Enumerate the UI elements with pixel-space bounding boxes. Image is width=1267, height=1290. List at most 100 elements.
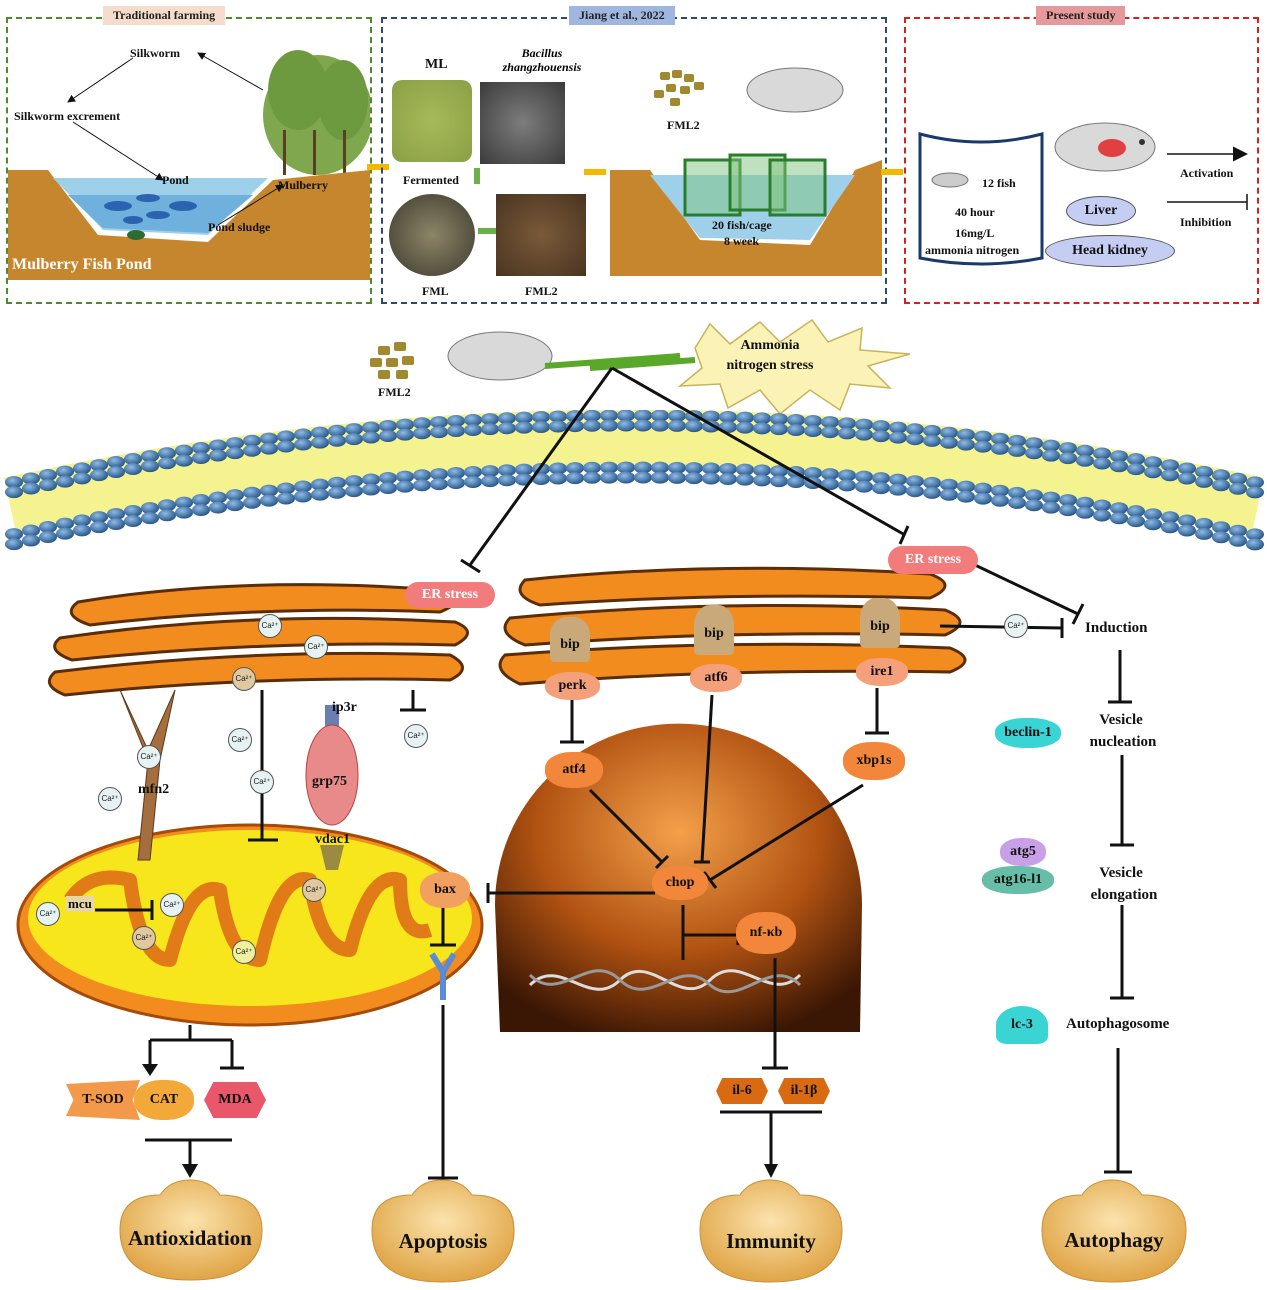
xbp1s-node: xbp1s [843,742,905,780]
membrane-bead [464,413,482,426]
membrane-bead [991,432,1009,445]
membrane-bead [362,431,380,444]
membrane-bead [1246,486,1264,499]
membrane-bead [73,462,91,475]
ca-ion: Ca²⁺ [250,770,274,794]
right-er-stress: ER stress [888,546,978,574]
membrane-bead [770,475,788,488]
membrane-bead [345,475,363,488]
mitochondrion [16,823,484,1027]
membrane-bead [974,492,992,505]
membrane-bead [175,444,193,457]
membrane-bead [923,486,941,499]
cage-icon [683,153,827,217]
mcu-label: mcu [66,896,94,912]
membrane-bead [804,425,822,438]
membrane-bead [396,480,414,493]
membrane-bead [634,419,652,432]
membrane-bead [294,438,312,451]
silkworm-label: Silkworm [130,46,181,60]
membrane-bead [1161,521,1179,534]
membrane-bead [923,434,941,447]
membrane-bead [821,468,839,481]
membrane-bead [685,420,703,433]
autophagy-outcome: Autophagy [1064,1228,1164,1252]
membrane-bead [1246,538,1264,551]
membrane-bead [1008,434,1026,447]
il1b-node: il-1β [778,1078,830,1104]
vesicle-elongation-2: elongation [1090,887,1158,903]
membrane-bead [430,468,448,481]
membrane-bead [651,461,669,474]
membrane-bead [1246,476,1264,489]
membrane-bead [855,470,873,483]
membrane-bead [260,484,278,497]
membrane-bead [872,430,890,443]
membrane-bead [651,471,669,484]
membrane-bead [1093,457,1111,470]
membrane-bead [430,478,448,491]
ca-ion: Ca²⁺ [98,787,122,811]
membrane-bead [294,490,312,503]
membrane-bead [107,508,125,521]
membrane-bead [957,438,975,451]
membrane-bead [753,474,771,487]
membrane-bead [821,416,839,429]
membrane-bead [974,440,992,453]
membrane-bead [1195,517,1213,530]
membrane-bead [22,524,40,537]
lc3-node: lc-3 [996,1006,1048,1044]
membrane-bead [277,430,295,443]
membrane-bead [974,482,992,495]
membrane-bead [141,460,159,473]
membrane-bead [821,478,839,491]
perk-node: perk [545,672,600,700]
membrane-bead [175,496,193,509]
membrane-bead [515,411,533,424]
membrane-bead [1161,459,1179,472]
tsod-node: T-SOD [66,1080,140,1120]
membrane-bead [906,423,924,436]
bip-1: bip [550,617,590,662]
membrane-bead [73,524,91,537]
membrane-bead [685,462,703,475]
membrane-bead [73,514,91,527]
ip3r-label: ip3r [332,700,357,715]
bax-node: bax [420,872,470,908]
membrane-bead [719,411,737,424]
membrane-bead [379,429,397,442]
membrane-bead [736,421,754,434]
atf6-node: atf6 [690,664,742,692]
fish-icon [746,67,844,113]
tank-illustration [918,132,1044,266]
membrane-bead [90,521,108,534]
membrane-bead [345,485,363,498]
membrane-bead [192,452,210,465]
membrane-bead [668,419,686,432]
membrane-bead [328,476,346,489]
membrane-bead [141,502,159,515]
membrane-bead [736,473,754,486]
membrane-bead [56,527,74,540]
membrane-bead [1144,518,1162,531]
fml2-top-label: FML2 [667,118,700,132]
membrane-bead [787,476,805,489]
fml2-pellet-image [496,194,586,276]
membrane-bead [447,466,465,479]
membrane-bead [1144,456,1162,469]
membrane-bead [141,450,159,463]
membrane-bead [192,494,210,507]
membrane-bead [940,426,958,439]
membrane-bead [532,420,550,433]
cat-node: CAT [134,1080,194,1120]
capsule-shapes [119,1179,1187,1283]
membrane-bead [617,461,635,474]
beclin-node: beclin-1 [995,718,1061,748]
membrane-bead [328,424,346,437]
membrane-bead [56,465,74,478]
membrane-bead [923,476,941,489]
fml-dish-image [389,194,475,276]
cage-line-1: 20 fish/cage [712,218,772,232]
membrane-bead [1008,486,1026,499]
membrane-bead [22,534,40,547]
